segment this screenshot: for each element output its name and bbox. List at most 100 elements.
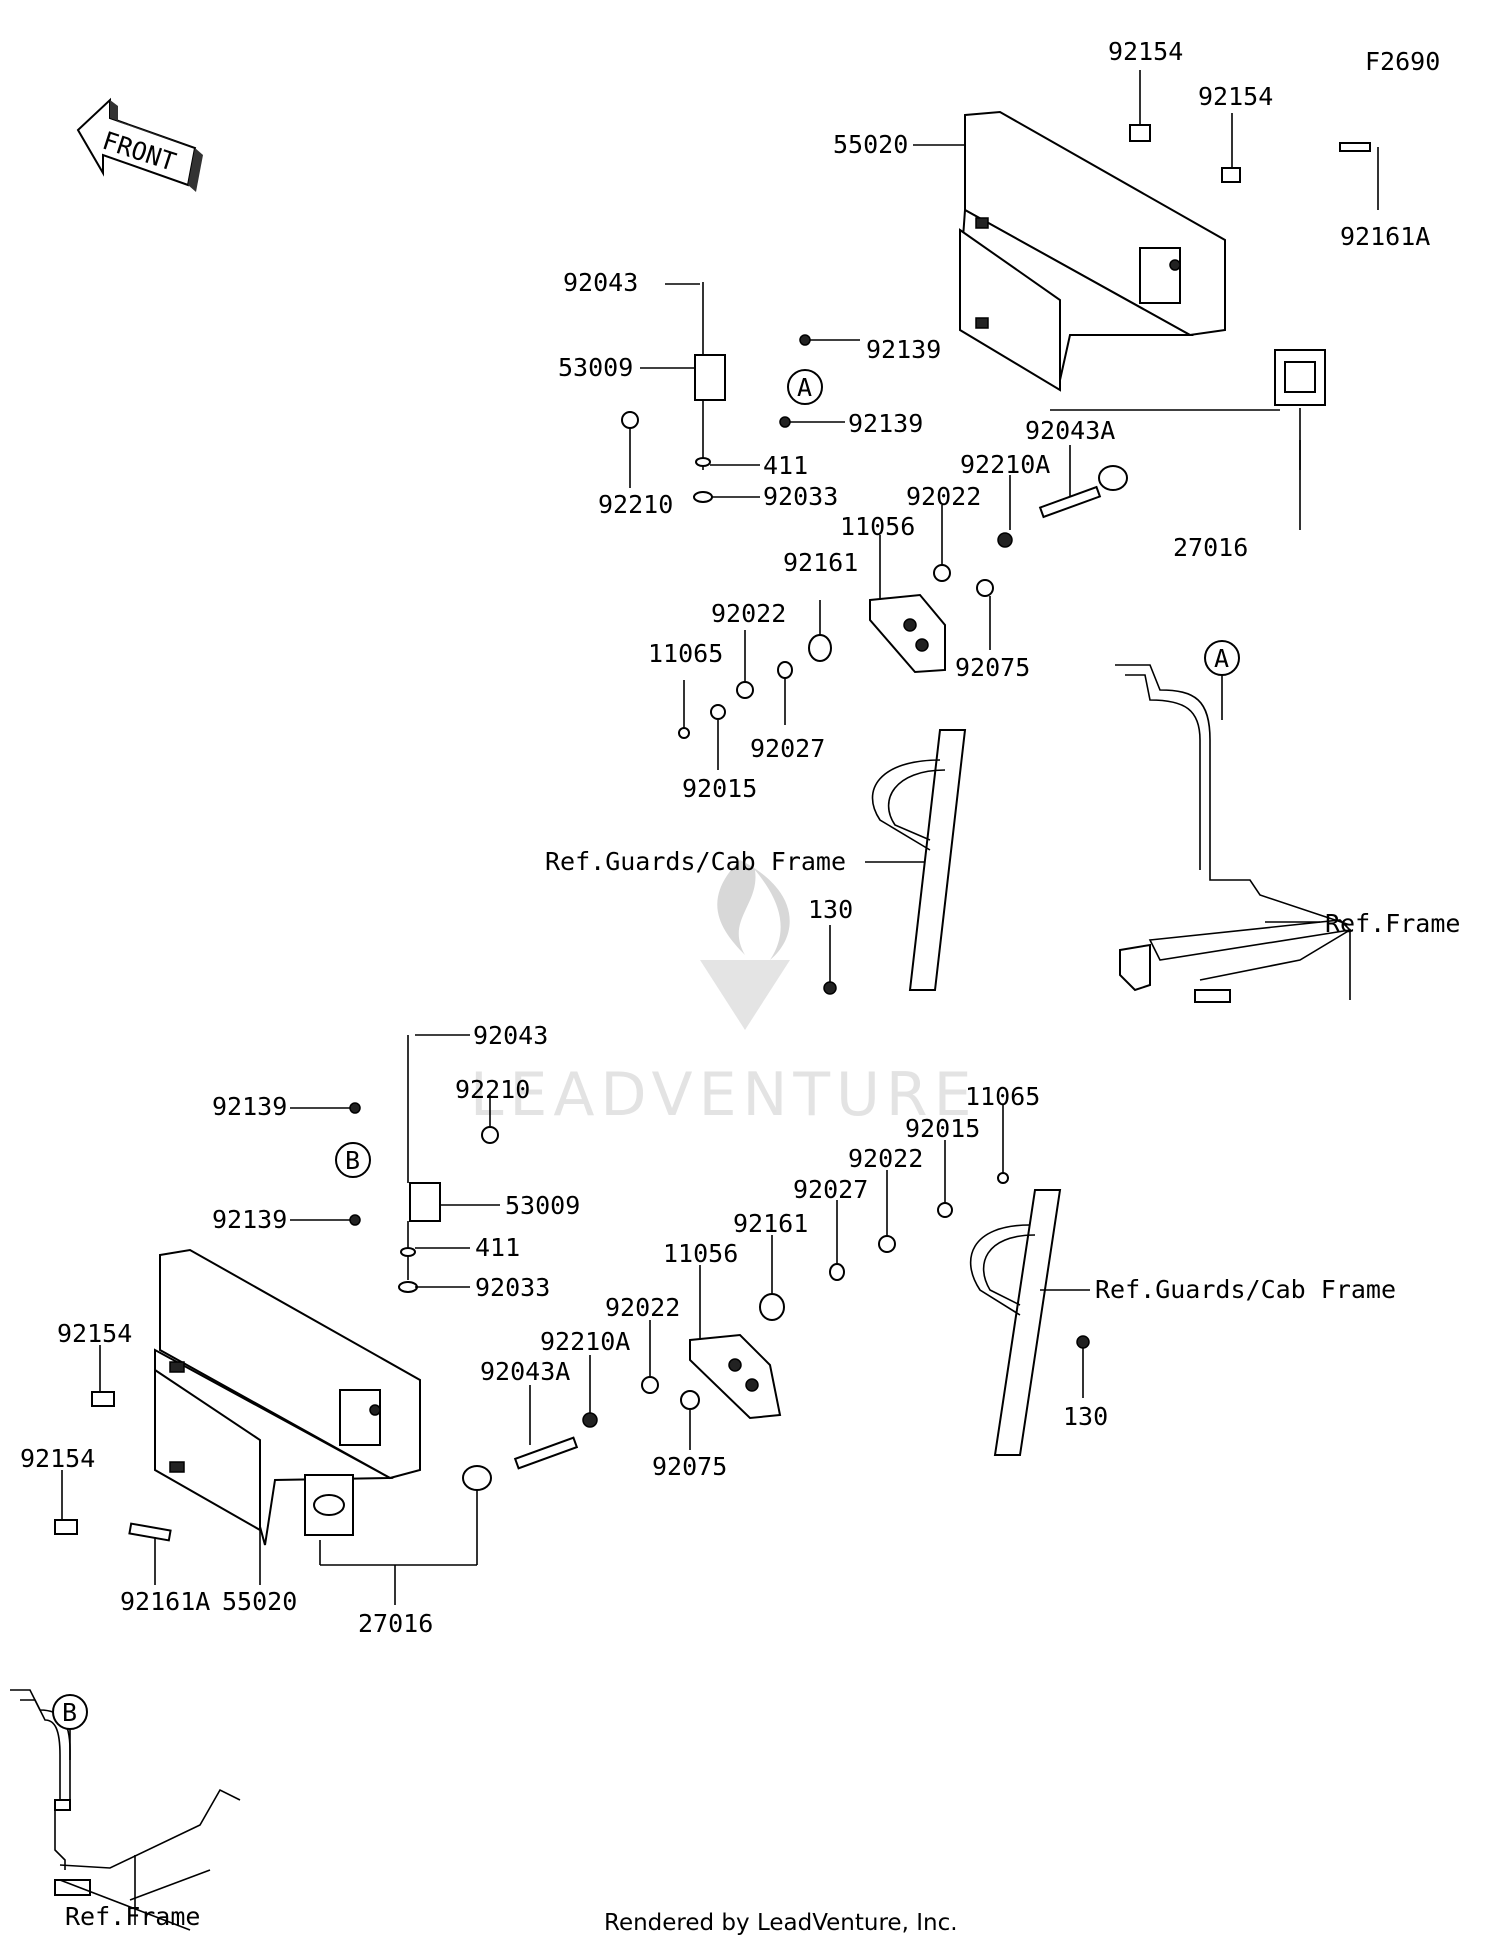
watermark-text: LEADVENTURE	[470, 1060, 978, 1130]
label-lower-92154-b: 92154	[20, 1444, 95, 1473]
label-lower-ref-frame: Ref.Frame	[65, 1902, 200, 1931]
label-lower-ref-guards: Ref.Guards/Cab Frame	[1095, 1275, 1396, 1304]
label-lower-11065: 11065	[965, 1082, 1040, 1111]
lower-callout-b	[335, 1142, 371, 1178]
upper-callout-a-label: A	[797, 373, 812, 402]
label-lower-92161a: 92161A	[120, 1587, 210, 1616]
lower-nut-92210a	[582, 1412, 598, 1428]
label-lower-92043a: 92043A	[480, 1357, 570, 1386]
label-upper-92022-a: 92022	[906, 482, 981, 511]
lower-bolt-92154-a	[91, 1391, 115, 1407]
label-upper-92161a: 92161A	[1340, 222, 1430, 251]
upper-bolt-92154-a	[1129, 124, 1151, 142]
label-lower-27016: 27016	[358, 1609, 433, 1638]
upper-bushing-92161	[808, 634, 832, 662]
label-upper-92154-a: 92154	[1108, 37, 1183, 66]
upper-latch-27016	[1274, 349, 1326, 406]
upper-nut-92075	[976, 579, 994, 597]
lower-nut-92210	[481, 1126, 499, 1144]
label-lower-92139-b: 92139	[212, 1205, 287, 1234]
lower-bracket-53009	[409, 1182, 441, 1222]
lower-clip-92139-a	[349, 1102, 361, 1114]
label-lower-130: 130	[1063, 1402, 1108, 1431]
upper-clip-92139-b	[779, 416, 791, 428]
lower-ref-frame	[10, 1689, 241, 1931]
label-upper-53009: 53009	[558, 353, 633, 382]
label-lower-92027: 92027	[793, 1175, 868, 1204]
lower-bushing-92161	[759, 1293, 785, 1321]
diagram-code: F2690	[1365, 47, 1440, 76]
label-upper-130: 130	[808, 895, 853, 924]
lower-washer-92033	[398, 1281, 418, 1293]
label-upper-92139-a: 92139	[866, 335, 941, 364]
upper-door-panel	[958, 110, 1226, 392]
upper-nut-27016	[1098, 465, 1128, 491]
lower-assembly: B B	[10, 1034, 1090, 1931]
label-lower-92033: 92033	[475, 1273, 550, 1302]
label-lower-92022-b: 92022	[605, 1293, 680, 1322]
label-upper-92210a: 92210A	[960, 450, 1050, 479]
label-upper-55020: 55020	[833, 130, 908, 159]
label-lower-92022-a: 92022	[848, 1144, 923, 1173]
upper-washer-92022-b	[736, 681, 754, 699]
label-lower-92075: 92075	[652, 1452, 727, 1481]
upper-nut-92210	[621, 411, 639, 429]
lower-nut-27016	[462, 1465, 492, 1491]
label-lower-55020: 55020	[222, 1587, 297, 1616]
label-upper-92139-b: 92139	[848, 409, 923, 438]
lower-screw-130	[1076, 1335, 1090, 1349]
upper-nut-92210a	[997, 532, 1013, 548]
label-upper-92154-b: 92154	[1198, 82, 1273, 111]
label-lower-92210a: 92210A	[540, 1327, 630, 1356]
label-lower-53009: 53009	[505, 1191, 580, 1220]
lower-hinge-11056	[689, 1333, 782, 1420]
label-lower-11056: 11056	[663, 1239, 738, 1268]
upper-collar-92027	[777, 661, 793, 679]
lower-callout-b-label: B	[345, 1146, 360, 1175]
lower-washer-92022-a	[878, 1235, 896, 1253]
label-upper-92210: 92210	[598, 490, 673, 519]
upper-clip-92139-a	[799, 334, 811, 346]
upper-screw-130	[823, 981, 837, 995]
label-lower-92210: 92210	[455, 1075, 530, 1104]
upper-nut-92015	[710, 704, 726, 720]
upper-cab-frame	[871, 729, 967, 991]
label-lower-92161: 92161	[733, 1209, 808, 1238]
upper-washer-411	[695, 457, 711, 467]
label-lower-411: 411	[475, 1233, 520, 1262]
label-lower-92015: 92015	[905, 1114, 980, 1143]
label-upper-92043: 92043	[563, 268, 638, 297]
label-upper-92043a: 92043A	[1025, 416, 1115, 445]
upper-callout-a	[787, 369, 823, 405]
upper-bracket-53009	[694, 354, 726, 401]
ref-frame-callout-b-label: B	[62, 1698, 77, 1727]
lower-bolt-92043a	[513, 1436, 579, 1470]
label-upper-92015: 92015	[682, 774, 757, 803]
label-upper-ref-guards: Ref.Guards/Cab Frame	[545, 847, 846, 876]
lower-strip-92161a	[128, 1522, 172, 1542]
label-lower-92139-a: 92139	[212, 1092, 287, 1121]
lower-cap-11065	[997, 1172, 1009, 1184]
label-upper-92027: 92027	[750, 734, 825, 763]
upper-bolt-92154-b	[1221, 167, 1241, 183]
upper-washer-92033	[693, 491, 713, 503]
label-upper-11056: 11056	[840, 512, 915, 541]
label-upper-11065: 11065	[648, 639, 723, 668]
lower-nut-92075	[680, 1390, 700, 1410]
watermark-logo: LEADVENTURE	[470, 860, 978, 1130]
label-upper-92033: 92033	[763, 482, 838, 511]
lower-clip-92139-b	[349, 1214, 361, 1226]
label-upper-ref-frame: Ref.Frame	[1325, 909, 1460, 938]
label-lower-92043: 92043	[473, 1021, 548, 1050]
lower-washer-411	[400, 1247, 416, 1257]
lower-washer-92022-b	[641, 1376, 659, 1394]
lower-collar-92027	[829, 1263, 845, 1281]
upper-cap-11065	[678, 727, 690, 739]
label-upper-92161: 92161	[783, 548, 858, 577]
label-upper-411: 411	[763, 451, 808, 480]
label-upper-92022-b: 92022	[711, 599, 786, 628]
upper-hinge-11056	[869, 593, 946, 674]
lower-nut-92015	[937, 1202, 953, 1218]
lower-cab-frame	[969, 1189, 1062, 1456]
